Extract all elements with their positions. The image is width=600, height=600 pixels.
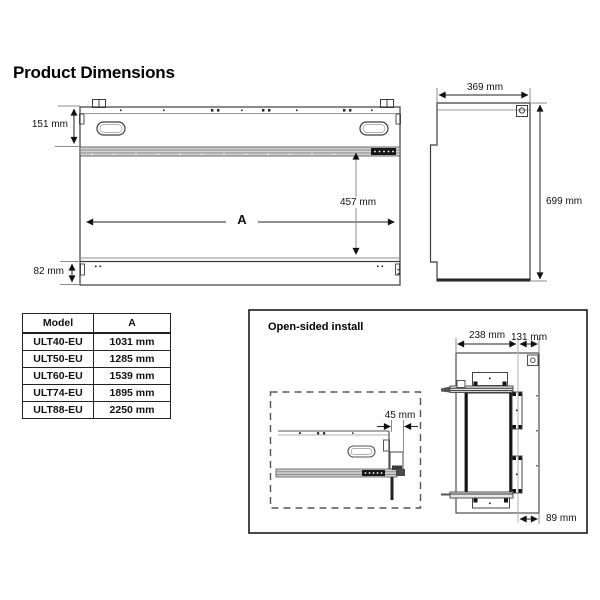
dim-label-opening-height: 457 mm — [332, 197, 384, 208]
value-cell: 1031 mm — [93, 332, 171, 351]
model-cell: ULT74-EU — [22, 384, 94, 402]
table-row: ULT74-EU 1895 mm — [22, 384, 171, 402]
detail-dimension-lines — [377, 420, 418, 452]
dim-label-depth: 369 mm — [466, 82, 504, 93]
value-cell: 1285 mm — [93, 350, 171, 368]
handle-slot-icons — [96, 121, 389, 136]
screw-mark-icons — [120, 109, 373, 112]
dim-label-bottom-height: 82 mm — [33, 266, 64, 277]
vent-strip — [79, 146, 401, 157]
col-header-model: Model — [22, 313, 94, 334]
wall-bracket-icons — [511, 391, 523, 494]
col-header-a: A — [93, 313, 171, 334]
model-cell: ULT60-EU — [22, 367, 94, 385]
corner-fitting-icon — [516, 105, 528, 117]
dim-label-height: 699 mm — [546, 196, 583, 207]
value-cell: 1539 mm — [93, 367, 171, 385]
side-view-drawing — [429, 102, 531, 282]
model-dimensions-table: Model A ULT40-EU 1031 mm ULT50-EU 1285 m… — [22, 313, 171, 419]
dim-label-depth-back: 131 mm — [510, 332, 548, 343]
dim-label-depth-front: 238 mm — [468, 330, 506, 341]
page-title: Product Dimensions — [13, 63, 175, 82]
inset-title: Open-sided install — [268, 321, 364, 333]
table-row: ULT60-EU 1539 mm — [22, 367, 171, 385]
table-header-row: Model A — [22, 313, 171, 334]
table-row: ULT40-EU 1031 mm — [22, 332, 171, 351]
side-view-dimension-lines — [436, 88, 547, 282]
dim-label-top-height: 151 mm — [31, 119, 68, 130]
dim-label-width-A: A — [226, 213, 258, 226]
detail-drawing — [275, 430, 405, 500]
table-row: ULT88-EU 2250 mm — [22, 401, 171, 419]
front-view-drawing — [79, 99, 401, 286]
dim-label-rear-offset: 89 mm — [546, 513, 577, 524]
model-cell: ULT50-EU — [22, 350, 94, 368]
plan-view-dimension-lines — [455, 338, 540, 524]
value-cell: 2250 mm — [93, 401, 171, 419]
plan-view-drawing — [441, 352, 540, 514]
value-cell: 1895 mm — [93, 384, 171, 402]
open-sided-install-panel — [248, 309, 588, 534]
model-cell: ULT88-EU — [22, 401, 94, 419]
mounting-tab-icons — [92, 99, 394, 108]
dim-label-detail-gap: 45 mm — [384, 410, 416, 421]
corner-fitting-icon — [527, 354, 539, 366]
table-row: ULT50-EU 1285 mm — [22, 350, 171, 368]
model-cell: ULT40-EU — [22, 332, 94, 351]
detail-callout-frame — [269, 391, 422, 509]
